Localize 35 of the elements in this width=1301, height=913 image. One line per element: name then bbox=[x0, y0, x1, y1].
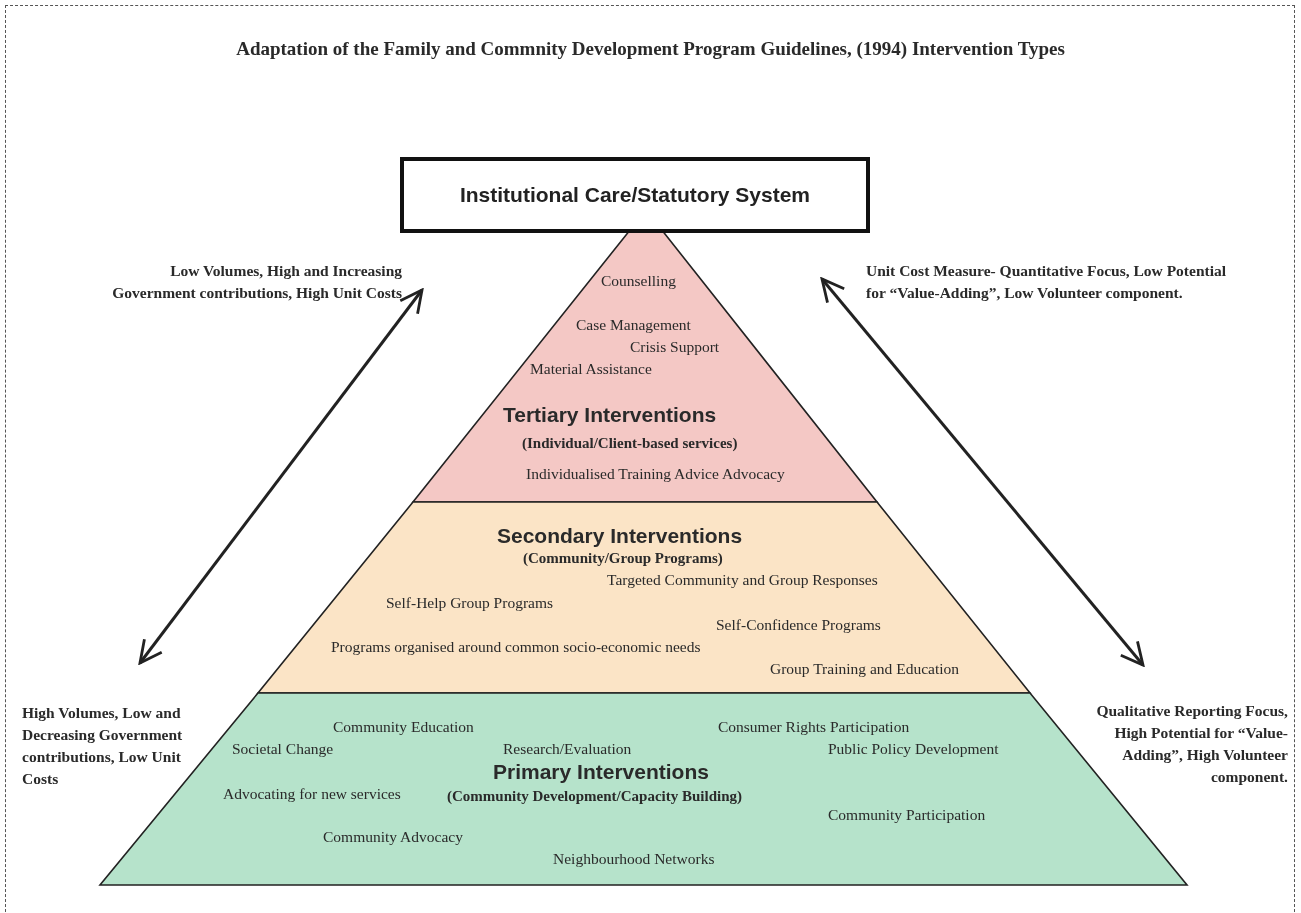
service-label: Crisis Support bbox=[630, 338, 720, 356]
service-label: Material Assistance bbox=[530, 360, 652, 378]
note-text: High Volumes, Low and Decreasing Government contributions, Low Unit Costs bbox=[22, 663, 200, 790]
service-label: Community Advocacy bbox=[323, 828, 463, 846]
service-label: Self-Confidence Programs bbox=[716, 616, 881, 634]
service-label: Community Education bbox=[333, 718, 474, 736]
service-label: Group Training and Education bbox=[770, 660, 959, 678]
tier-subtitle: (Community/Group Programs) bbox=[523, 549, 723, 567]
note-text: Qualitative Reporting Focus, High Potential for “Value-Adding”, High Volunteer component. bbox=[1062, 665, 1288, 788]
service-label: Societal Change bbox=[232, 740, 334, 758]
tier-heading: Primary Interventions bbox=[493, 760, 709, 784]
tier-subtitle: (Community Development/Capacity Building) bbox=[447, 787, 742, 805]
service-label: Individualised Training Advice Advocacy bbox=[526, 465, 785, 483]
service-label: Neighbourhood Networks bbox=[553, 850, 715, 868]
service-label: Community Participation bbox=[828, 806, 986, 824]
tier-heading: Secondary Interventions bbox=[497, 524, 743, 548]
system-box bbox=[400, 157, 870, 233]
tier-heading: Tertiary Interventions bbox=[503, 403, 717, 427]
note-text: Unit Cost Measure- Quantitative Focus, Low Potential for “Value-Adding”, Low Volunteer component. bbox=[822, 260, 1228, 304]
box-label: Institutional Care/Statutory System bbox=[459, 183, 811, 207]
service-label: Consumer Rights Participation bbox=[718, 718, 910, 736]
service-label: Programs organised around common socio-economic needs bbox=[331, 638, 701, 656]
service-label: Self-Help Group Programs bbox=[386, 594, 554, 612]
diagram-title: Adaptation of the Family and Commnity Development Program Guidelines, (1994) Intervention Types bbox=[235, 38, 1066, 60]
double-arrow bbox=[820, 277, 1145, 667]
service-label: Research/Evaluation bbox=[503, 740, 632, 758]
pyramid-tier bbox=[258, 502, 1030, 693]
service-label: Counselling bbox=[601, 272, 676, 290]
service-label: Case Management bbox=[576, 316, 691, 334]
double-arrow bbox=[138, 288, 424, 665]
tier-subtitle: (Individual/Client-based services) bbox=[522, 434, 738, 452]
service-label: Targeted Community and Group Responses bbox=[607, 571, 878, 589]
service-label: Advocating for new services bbox=[223, 785, 401, 803]
service-label: Public Policy Development bbox=[828, 740, 999, 758]
note-text: Low Volumes, High and Increasing Government contributions, High Unit Costs bbox=[112, 260, 416, 304]
